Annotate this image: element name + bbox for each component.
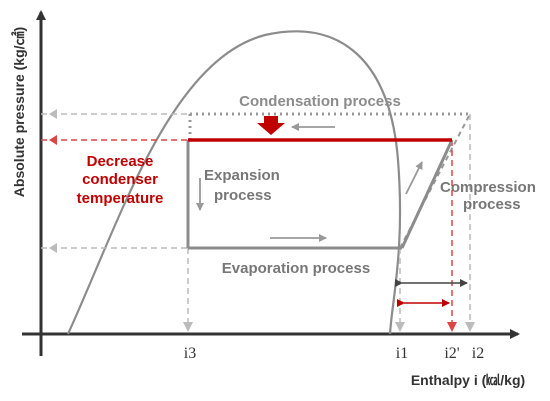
tick-i1: i1: [396, 345, 408, 362]
arrow-to-axis-evap: [49, 243, 57, 253]
tick-i2prime: i2': [444, 345, 459, 362]
drop-arrow-i3: [183, 322, 193, 332]
decrease-label-line2: condenser: [82, 171, 158, 188]
decrease-label-line3: temperature: [77, 190, 164, 207]
tick-i3: i3: [184, 345, 196, 362]
evaporation-label: Evaporation process: [222, 260, 370, 277]
expansion-label-line1: Expansion: [204, 167, 280, 184]
condensation-label: Condensation process: [239, 93, 401, 110]
x-axis-label: Enthalpy i (㎉/kg): [411, 372, 525, 388]
tick-i2: i2: [472, 345, 484, 362]
decrease-label-line1: Decrease: [87, 153, 154, 170]
compression-direction-arrow: [405, 161, 423, 195]
expansion-label-line2: process: [214, 187, 272, 204]
y-axis-label: Absolute pressure (kg/㎠): [11, 27, 27, 197]
compression-line: [400, 139, 454, 249]
compression-label-line1: Compression: [440, 179, 536, 196]
original-compression-line: [399, 113, 471, 249]
drop-arrow-i1: [395, 322, 405, 332]
saturation-dome: [66, 30, 402, 335]
arrow-to-axis-upper: [49, 109, 57, 119]
drop-arrow-i2prime: [447, 322, 457, 332]
arrow-to-axis-red: [49, 135, 57, 145]
decrease-pressure-arrow-icon: [257, 116, 285, 135]
compression-label-line2: process: [463, 196, 521, 213]
drop-arrow-i2: [465, 322, 475, 332]
